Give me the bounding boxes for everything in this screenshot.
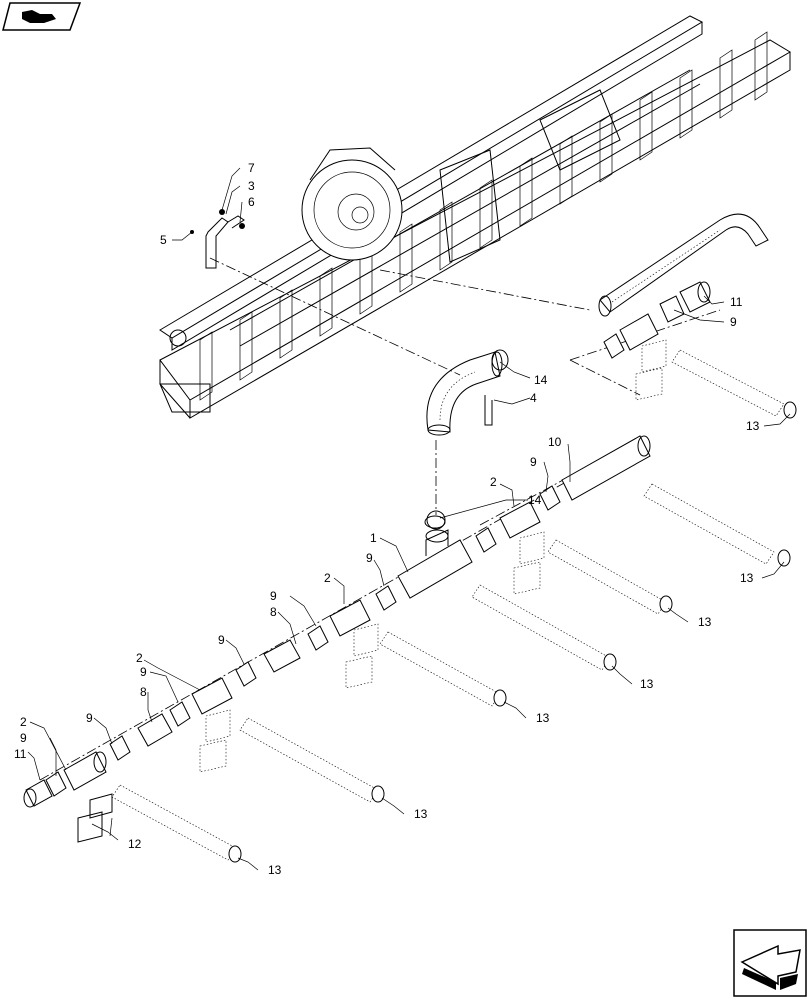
callout-11-left: 11 bbox=[14, 747, 27, 761]
callout-9-m2: 9 bbox=[218, 633, 225, 647]
callout-4: 4 bbox=[530, 391, 537, 405]
callout-3: 3 bbox=[248, 179, 255, 193]
callout-2-r: 2 bbox=[490, 475, 497, 489]
callout-13-g: 13 bbox=[746, 419, 760, 433]
next-page-arrow-icon[interactable] bbox=[733, 929, 807, 997]
toolbar-frame bbox=[159, 15, 791, 419]
callout-8-l: 8 bbox=[140, 685, 147, 699]
callout-13-e: 13 bbox=[698, 615, 712, 629]
book-icon[interactable] bbox=[2, 2, 82, 31]
hose-elbow bbox=[424, 349, 509, 529]
callout-7: 7 bbox=[248, 161, 255, 175]
callout-9-l2: 9 bbox=[86, 711, 93, 725]
callout-9-top: 9 bbox=[730, 315, 737, 329]
callout-9-m1: 9 bbox=[270, 589, 277, 603]
callout-10: 10 bbox=[548, 435, 562, 449]
callout-14-top: 14 bbox=[534, 373, 548, 387]
callout-13-c: 13 bbox=[536, 711, 550, 725]
callout-14-mid: 14 bbox=[528, 493, 542, 507]
mounting-bracket bbox=[190, 209, 245, 269]
callout-13-d: 13 bbox=[640, 677, 654, 691]
callout-9-r2: 9 bbox=[366, 551, 373, 565]
callout-2-ll: 2 bbox=[20, 715, 27, 729]
callout-6: 6 bbox=[248, 195, 255, 209]
callout-labels: 7 3 6 5 14 4 14 11 9 10 9 2 1 9 2 9 8 9 … bbox=[14, 161, 760, 877]
callout-13-a: 13 bbox=[268, 863, 282, 877]
callout-9-r1: 9 bbox=[530, 455, 537, 469]
callout-2-l: 2 bbox=[136, 651, 143, 665]
callout-11-top: 11 bbox=[730, 295, 743, 309]
distribution-tubes bbox=[111, 349, 785, 861]
callout-8-m: 8 bbox=[270, 605, 277, 619]
callout-5: 5 bbox=[160, 233, 167, 247]
guide-lines bbox=[39, 257, 721, 781]
callout-13-b: 13 bbox=[414, 807, 428, 821]
leader-lines bbox=[27, 167, 791, 871]
callout-2-m: 2 bbox=[324, 571, 331, 585]
callout-9-l1: 9 bbox=[140, 665, 147, 679]
callout-9-ll: 9 bbox=[20, 731, 27, 745]
gasket-panels bbox=[77, 339, 667, 843]
callout-1: 1 bbox=[370, 531, 377, 545]
callout-12: 12 bbox=[128, 837, 142, 851]
callout-13-f: 13 bbox=[740, 571, 754, 585]
manifold-assembly bbox=[23, 281, 711, 808]
